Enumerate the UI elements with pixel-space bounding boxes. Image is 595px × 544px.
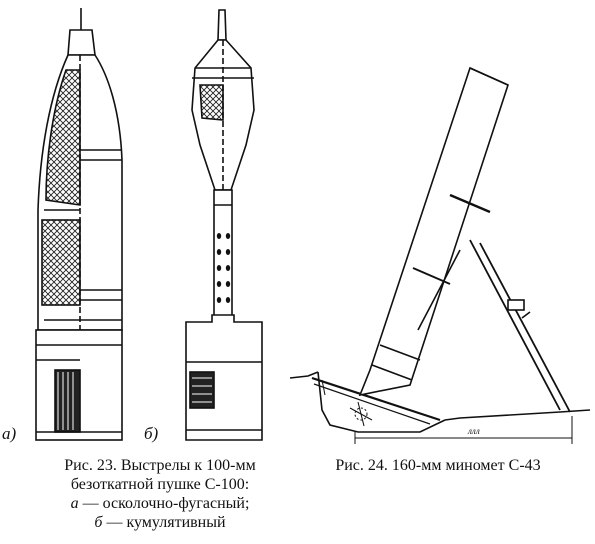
figure-24-caption: Рис. 24. 160-мм миномет С-43: [335, 457, 541, 474]
figure-23-caption-line4: б — кумулятивный: [40, 513, 280, 532]
figure-23-caption-line3: а — осколочно-фугасный;: [40, 494, 280, 513]
label-a: а): [2, 424, 17, 443]
mortar-drawing: [289, 66, 591, 444]
he-round-drawing: [35, 8, 123, 441]
caption-text-a: — осколочно-фугасный;: [78, 495, 250, 512]
figure-23-caption-line2: безоткатной пушке С-100:: [70, 476, 250, 493]
caption-letter-a: а: [70, 495, 79, 512]
dimension-mark: ллл: [467, 426, 480, 436]
figure-23-caption: Рис. 23. Выстрелы к 100-мм безоткатной п…: [40, 456, 280, 532]
figure-23-caption-line1: Рис. 23. Выстрелы к 100-мм: [64, 457, 256, 474]
label-b: б): [144, 424, 159, 443]
caption-text-b: — кумулятивный: [102, 514, 226, 531]
caption-letter-b: б: [94, 514, 103, 531]
heat-round-drawing: [185, 9, 263, 441]
